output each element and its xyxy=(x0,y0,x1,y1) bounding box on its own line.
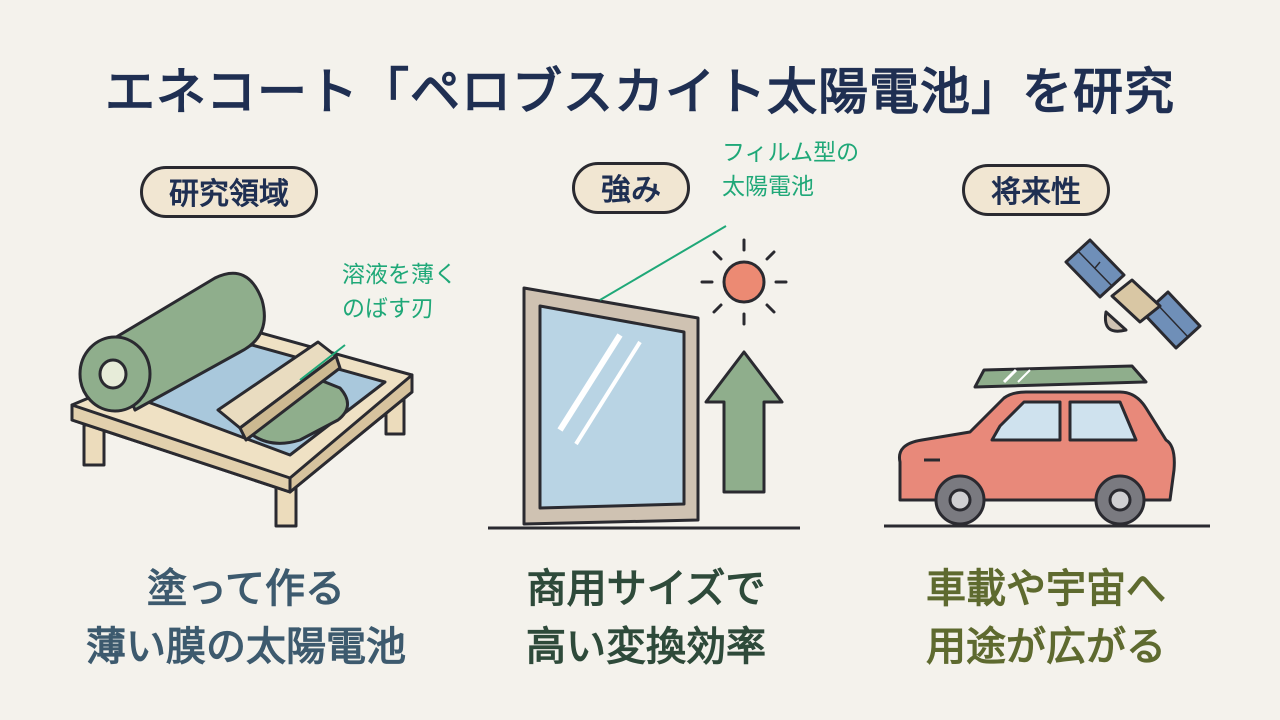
page-title: エネコート「ペロブスカイト太陽電池」を研究 xyxy=(105,63,1175,121)
annotation-blade-line1: 溶液を薄く xyxy=(342,262,457,288)
caption-future-line2: 用途が広がる xyxy=(926,624,1166,670)
car-with-solar-roof-icon xyxy=(897,364,1176,526)
annotation-blade-line2: のばす刃 xyxy=(342,296,434,322)
annotation-film-line1: フィルム型の xyxy=(722,140,860,166)
caption-research-line2: 薄い膜の太陽電池 xyxy=(86,624,406,670)
label-research-area: 研究領域 xyxy=(140,166,318,218)
annotation-blade: 溶液を薄く のばす刃 xyxy=(342,258,457,326)
caption-research-area: 塗って作る 薄い膜の太陽電池 xyxy=(36,560,456,676)
caption-strength: 商用サイズで 高い変換効率 xyxy=(436,560,856,676)
caption-strength-line1: 商用サイズで xyxy=(526,566,766,612)
caption-future-line1: 車載や宇宙へ xyxy=(926,566,1166,612)
caption-research-line1: 塗って作る xyxy=(147,566,345,612)
satellite-icon xyxy=(1064,238,1202,350)
window-solar-panel-icon xyxy=(522,286,700,526)
sun-icon xyxy=(700,238,788,326)
caption-strength-line2: 高い変換効率 xyxy=(526,624,766,670)
annotation-film: フィルム型の 太陽電池 xyxy=(722,136,859,204)
film-roll-coater-icon xyxy=(70,271,414,528)
annotation-film-leader xyxy=(599,225,727,301)
label-future: 将来性 xyxy=(962,164,1110,216)
caption-future: 車載や宇宙へ 用途が広がる xyxy=(836,560,1256,676)
annotation-film-line2: 太陽電池 xyxy=(722,174,814,200)
up-arrow-icon xyxy=(704,350,784,494)
label-strength: 強み xyxy=(572,162,690,214)
annotation-blade-leader xyxy=(299,344,346,381)
